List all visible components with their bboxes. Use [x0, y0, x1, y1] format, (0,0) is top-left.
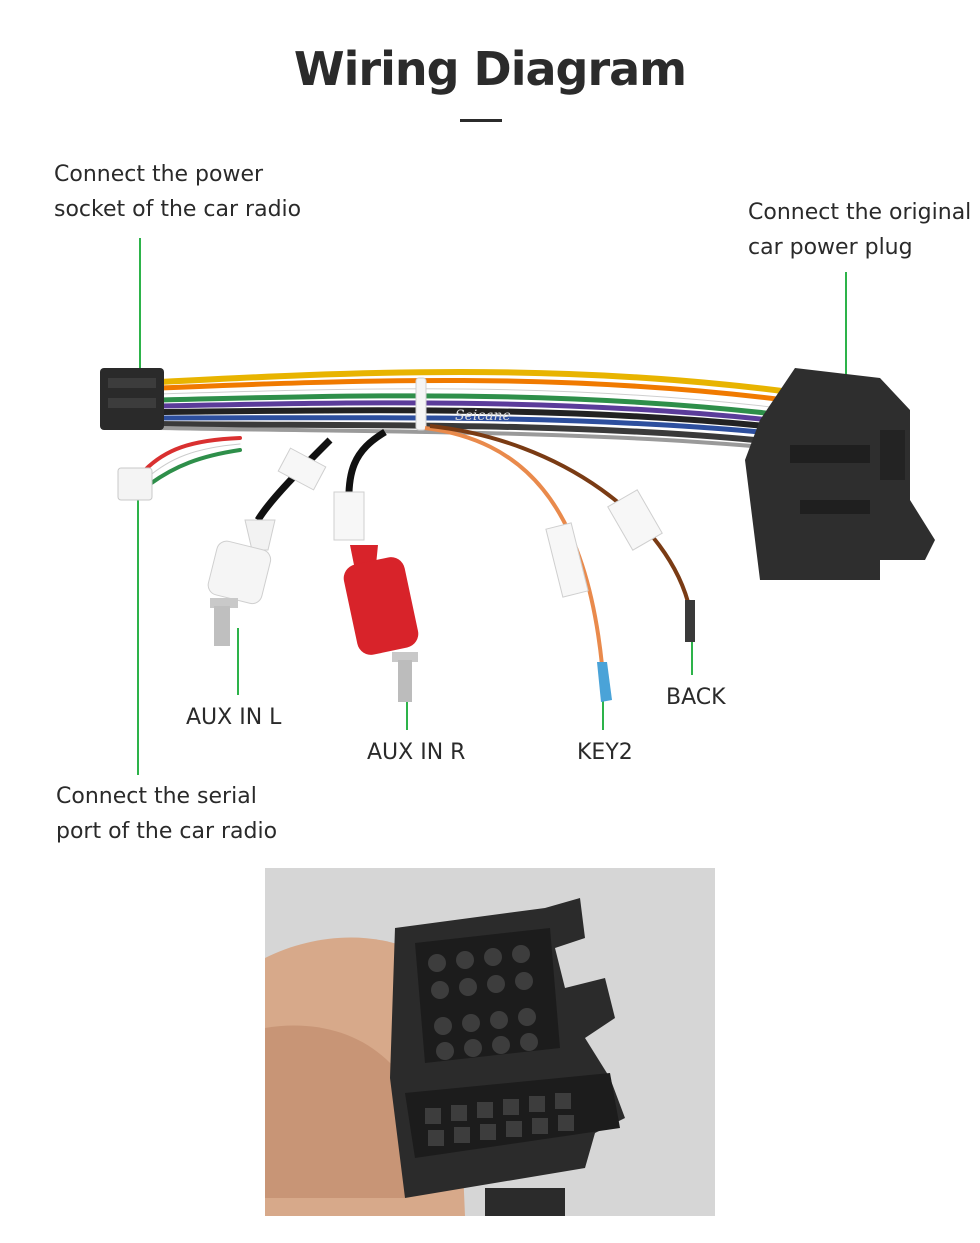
rca-aux-l	[207, 437, 333, 646]
leader-line-back	[691, 640, 693, 675]
back-wire	[429, 424, 695, 642]
page-title: Wiring Diagram	[293, 42, 687, 96]
label-key2: KEY2	[577, 740, 633, 765]
leader-line-original-plug	[845, 272, 847, 392]
label-aux-in-r: AUX IN R	[367, 740, 466, 765]
connector-photo	[265, 868, 715, 1216]
leader-line-aux-r	[406, 700, 408, 730]
leader-line-serial-port	[137, 500, 139, 775]
iso-power-plug	[745, 368, 935, 580]
serial-port-connector	[117, 436, 242, 501]
title-underline	[460, 119, 502, 122]
key2-wire	[424, 426, 612, 702]
wire-bundle	[157, 369, 793, 448]
label-back: BACK	[666, 685, 726, 710]
label-serial-port: Connect the serial port of the car radio	[56, 784, 278, 844]
label-aux-in-l: AUX IN L	[186, 705, 282, 730]
leader-line-aux-l	[237, 628, 239, 695]
label-original-plug: Connect the original car power plug	[748, 200, 972, 260]
leader-line-power-socket	[139, 238, 141, 373]
cable-tie	[415, 377, 427, 431]
left-power-connector	[100, 368, 164, 430]
label-power-socket: Connect the power socket of the car radi…	[54, 162, 302, 222]
brand-text: Seicane	[455, 408, 511, 424]
rca-aux-r	[333, 428, 419, 702]
leader-line-key2	[602, 695, 604, 730]
wiring-harness-illustration: Seicane	[100, 368, 935, 702]
